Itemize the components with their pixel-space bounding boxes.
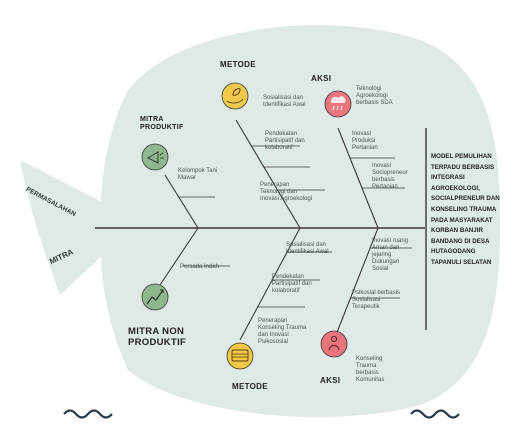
heading-aksi-bottom: AKSI	[320, 376, 341, 385]
bone-bottom-right	[333, 227, 379, 341]
wave-left	[63, 409, 113, 419]
heading-metode-bottom: METODE	[232, 382, 268, 391]
people-icon	[320, 330, 348, 358]
money-icon	[226, 342, 254, 370]
heading-mitra-produktif: MITRA PRODUKTIF	[140, 116, 184, 131]
hand-leaf-icon	[221, 82, 249, 110]
wave-right	[410, 409, 460, 419]
bone-top-mid	[235, 119, 301, 229]
bone-bottom-mid	[239, 227, 301, 341]
label-persada-indah: Persada Indah	[180, 264, 220, 270]
heading-aksi-top: AKSI	[311, 74, 332, 83]
bone-bottom-left	[159, 227, 199, 286]
heading-metode-top: METODE	[220, 60, 256, 69]
bone-top-left	[164, 174, 199, 229]
heading-mitra-non-produktif: MITRA NON PRODUKTIF	[128, 326, 187, 348]
megaphone-icon	[141, 143, 169, 171]
result-model-text: MODEL PEMULIHAN TERPADU BERBASIS INTEGRA…	[431, 153, 500, 266]
fish-tail	[20, 160, 108, 295]
fish-body	[100, 25, 500, 418]
trend-chart-icon	[141, 283, 169, 311]
bone-top-right	[337, 127, 379, 229]
rain-cloud-icon	[324, 90, 352, 118]
